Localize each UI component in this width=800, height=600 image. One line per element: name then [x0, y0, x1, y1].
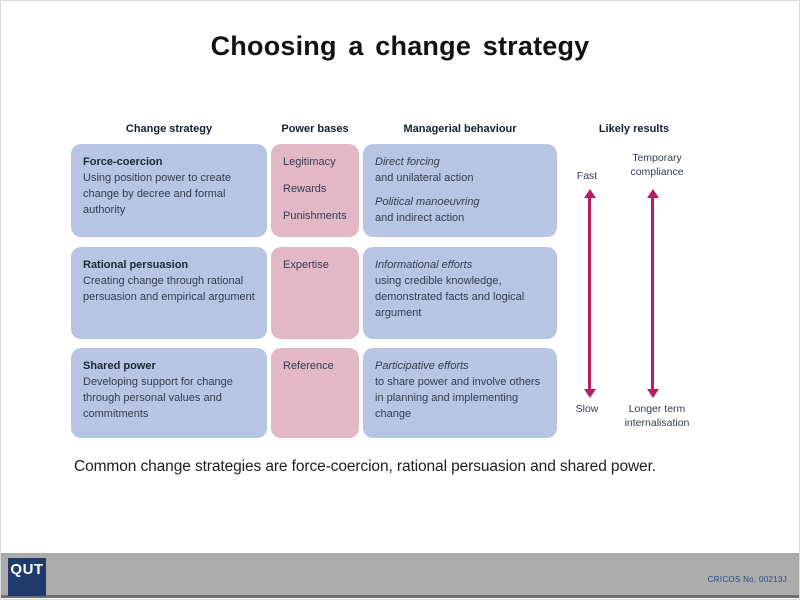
strategy-description: Using position power to create change by…: [83, 172, 231, 216]
result-label-fast: Fast: [576, 170, 598, 182]
result-label-slow: Slow: [575, 403, 599, 415]
strategy-title: Rational persuasion: [83, 259, 189, 271]
qut-logo: QUT: [8, 558, 46, 596]
strategy-description: Creating change through rational persuas…: [83, 275, 255, 303]
behaviour-rest: using credible knowledge, demonstrated f…: [375, 275, 525, 319]
cricos-number: CRICOS No. 00213J: [707, 575, 787, 584]
footer-bar: QUT CRICOS No. 00213J: [1, 553, 799, 598]
behaviour-cell: Informational efforts using credible kno…: [363, 247, 557, 339]
column-header-managerial-behaviour: Managerial behaviour: [403, 123, 517, 135]
behaviour-rest: and unilateral action: [375, 172, 474, 184]
power-base-item: Expertise: [283, 259, 329, 271]
column-header-power-bases: Power bases: [281, 123, 349, 135]
power-base-item: Reference: [283, 360, 334, 372]
behaviour-lead: Direct forcing: [375, 156, 440, 168]
strategy-cell-shared-power: Shared power Developing support for chan…: [71, 348, 267, 438]
result-label-temporary-compliance: Temporary compliance: [630, 152, 684, 178]
column-header-likely-results: Likely results: [598, 123, 670, 135]
summary-text: Common change strategies are force-coerc…: [74, 458, 656, 475]
power-bases-cell: Legitimacy Rewards Punishments: [271, 144, 359, 237]
power-base-item: Rewards: [283, 183, 327, 195]
behaviour-paragraph: Political manoeuvring and indirect actio…: [375, 194, 545, 226]
behaviour-paragraph: Informational efforts using credible kno…: [375, 257, 545, 321]
outcome-double-arrow: [646, 189, 659, 398]
power-base-item: Legitimacy: [283, 156, 336, 168]
behaviour-lead: Participative efforts: [375, 360, 469, 372]
behaviour-cell: Participative efforts to share power and…: [363, 348, 557, 438]
strategy-description: Developing support for change through pe…: [83, 376, 233, 420]
strategy-cell-force-coercion: Force-coercion Using position power to c…: [71, 144, 267, 237]
behaviour-paragraph: Direct forcing and unilateral action: [375, 154, 545, 186]
power-bases-cell: Expertise: [271, 247, 359, 339]
power-base-item: Punishments: [283, 210, 347, 222]
behaviour-lead: Informational efforts: [375, 259, 473, 271]
behaviour-rest: and indirect action: [375, 212, 465, 224]
result-label-longer-term-internalisation: Longer term internalisation: [624, 403, 690, 429]
strategy-cell-rational-persuasion: Rational persuasion Creating change thro…: [71, 247, 267, 339]
behaviour-paragraph: Participative efforts to share power and…: [375, 358, 545, 422]
behaviour-rest: to share power and involve others in pla…: [375, 376, 541, 420]
speed-double-arrow: [583, 189, 596, 398]
column-header-change-strategy: Change strategy: [125, 123, 213, 135]
slide-title: Choosing a change strategy: [210, 31, 590, 61]
behaviour-cell: Direct forcing and unilateral action Pol…: [363, 144, 557, 237]
strategy-title: Shared power: [83, 360, 156, 372]
strategy-title: Force-coercion: [83, 156, 163, 168]
behaviour-lead: Political manoeuvring: [375, 196, 480, 208]
power-bases-cell: Reference: [271, 348, 359, 438]
